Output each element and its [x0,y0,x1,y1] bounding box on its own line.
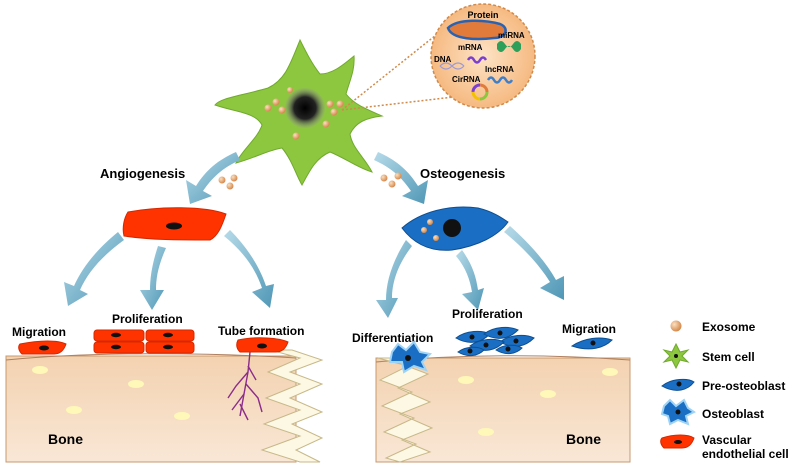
protein-icon [446,19,507,41]
exosome-icon [670,320,682,332]
legend-exosome: Exosome [670,320,756,334]
legend-osteoblast-label: Osteoblast [702,407,764,421]
osteo-proliferation-label: Proliferation [452,307,523,321]
arrow-to-angiogenesis [186,152,240,204]
legend-vascular-label-1: Vascular [702,433,752,447]
angio-tube-formation-label: Tube formation [218,324,304,338]
circrna-label: CirRNA [452,75,481,84]
cargo-connector [341,34,463,111]
osteo-migration-label: Migration [562,322,616,336]
legend-pre-osteoblast-label: Pre-osteoblast [702,379,785,393]
lncrna-icon [486,76,514,84]
circrna-icon [471,83,489,101]
exosome-cargo: Protein miRNA mRNA DNA lncRNA CirRNA [430,3,536,109]
arrow-osteo-proliferation [456,250,484,310]
lncrna-label: lncRNA [485,65,514,74]
mrna-icon [466,56,488,64]
bone-left-label: Bone [48,431,83,447]
legend-pre-osteoblast: Pre-osteoblast [661,378,785,393]
legend-stem-cell-label: Stem cell [702,350,755,364]
exosome-cluster-right [380,172,402,188]
arrow-angio-tube [224,230,274,308]
endothelial-tube-cell [236,337,289,353]
blood-vessel [227,351,263,421]
stem-cell [214,38,384,187]
legend-exosome-label: Exosome [702,320,756,334]
legend-vascular-endothelial: Vascular endothelial cell [660,433,789,461]
mirna-label: miRNA [498,31,525,40]
arrow-to-osteogenesis [374,152,428,204]
pre-osteoblast-cell [401,206,509,251]
arrow-angio-proliferation [140,246,166,310]
pre-osteoblast-proliferation-cells [455,326,535,357]
endothelial-proliferation-cells [93,329,195,354]
osteoblast-differentiation-cell [388,340,433,374]
osteogenesis-label: Osteogenesis [420,166,505,181]
angio-proliferation-label: Proliferation [112,312,183,326]
legend-vascular-label-2: endothelial cell [702,447,789,461]
legend-osteoblast: Osteoblast [660,398,764,426]
stem-cell-nucleus [285,88,325,128]
pre-osteoblast-migration-cell [570,337,613,350]
dna-icon [439,62,465,70]
legend-stem-cell: Stem cell [662,342,755,370]
arrow-angio-migration [64,232,124,306]
arrow-osteo-migration [504,226,564,300]
mirna-icon [497,41,521,52]
legend: Exosome Stem cell Pre-osteoblast Osteobl… [660,320,789,461]
angiogenesis-label: Angiogenesis [100,166,185,181]
bone-right-label: Bone [566,431,601,447]
osteo-differentiation-label: Differentiation [352,331,433,345]
arrow-osteo-differentiation [376,240,412,318]
bone-right [375,355,631,463]
angio-migration-label: Migration [12,325,66,339]
protein-label: Protein [467,10,498,20]
vascular-endothelial-cell [122,207,227,241]
dna-label: DNA [434,55,452,64]
mrna-label: mRNA [458,43,483,52]
exosome-cluster-left [218,174,238,190]
bone-left [5,349,324,463]
endothelial-migration-cell [18,340,67,355]
